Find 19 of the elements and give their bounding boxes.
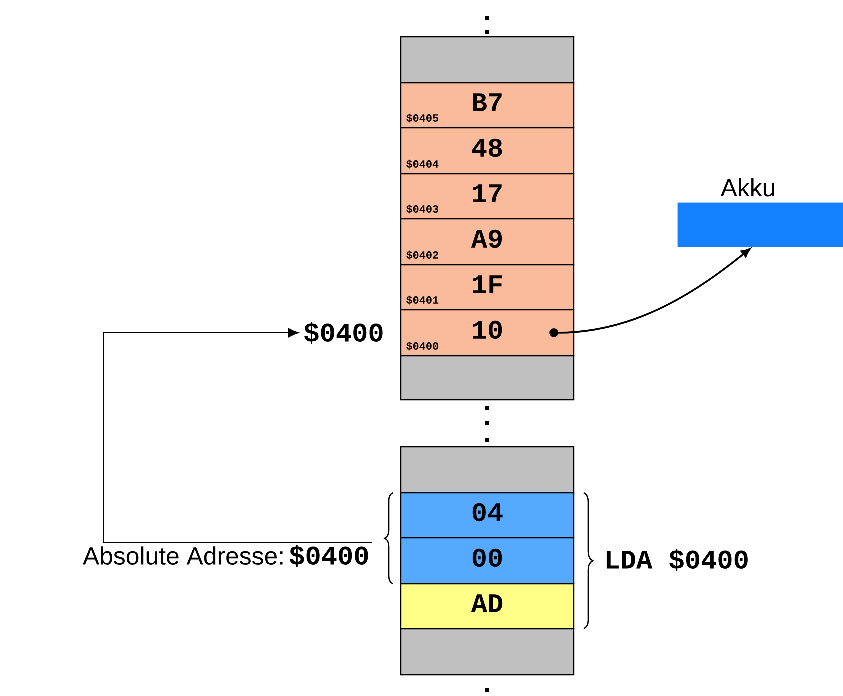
instruction-label: LDA $0400 xyxy=(606,549,748,571)
address-label: $0401 xyxy=(406,296,439,305)
memory-cell: AD xyxy=(400,583,575,630)
arrow xyxy=(104,328,372,544)
memory-cell xyxy=(400,446,575,494)
memory-cell xyxy=(400,36,575,84)
address-label: $0404 xyxy=(406,160,439,169)
register-label: Akku xyxy=(720,178,775,197)
address-label: $0405 xyxy=(406,114,438,123)
address-caption: Absolute Adresse: $0400 xyxy=(83,545,368,567)
memory-cell: 04 xyxy=(400,492,575,539)
memory-cell xyxy=(400,355,575,401)
address-label: $0403 xyxy=(406,204,439,214)
address-label: $0400 xyxy=(406,342,438,351)
memory-cell xyxy=(400,628,575,676)
address-label: $0402 xyxy=(406,250,438,260)
arrow xyxy=(550,248,751,338)
address-text: $0400 xyxy=(304,322,383,344)
memory-cell: 00 xyxy=(400,537,575,585)
